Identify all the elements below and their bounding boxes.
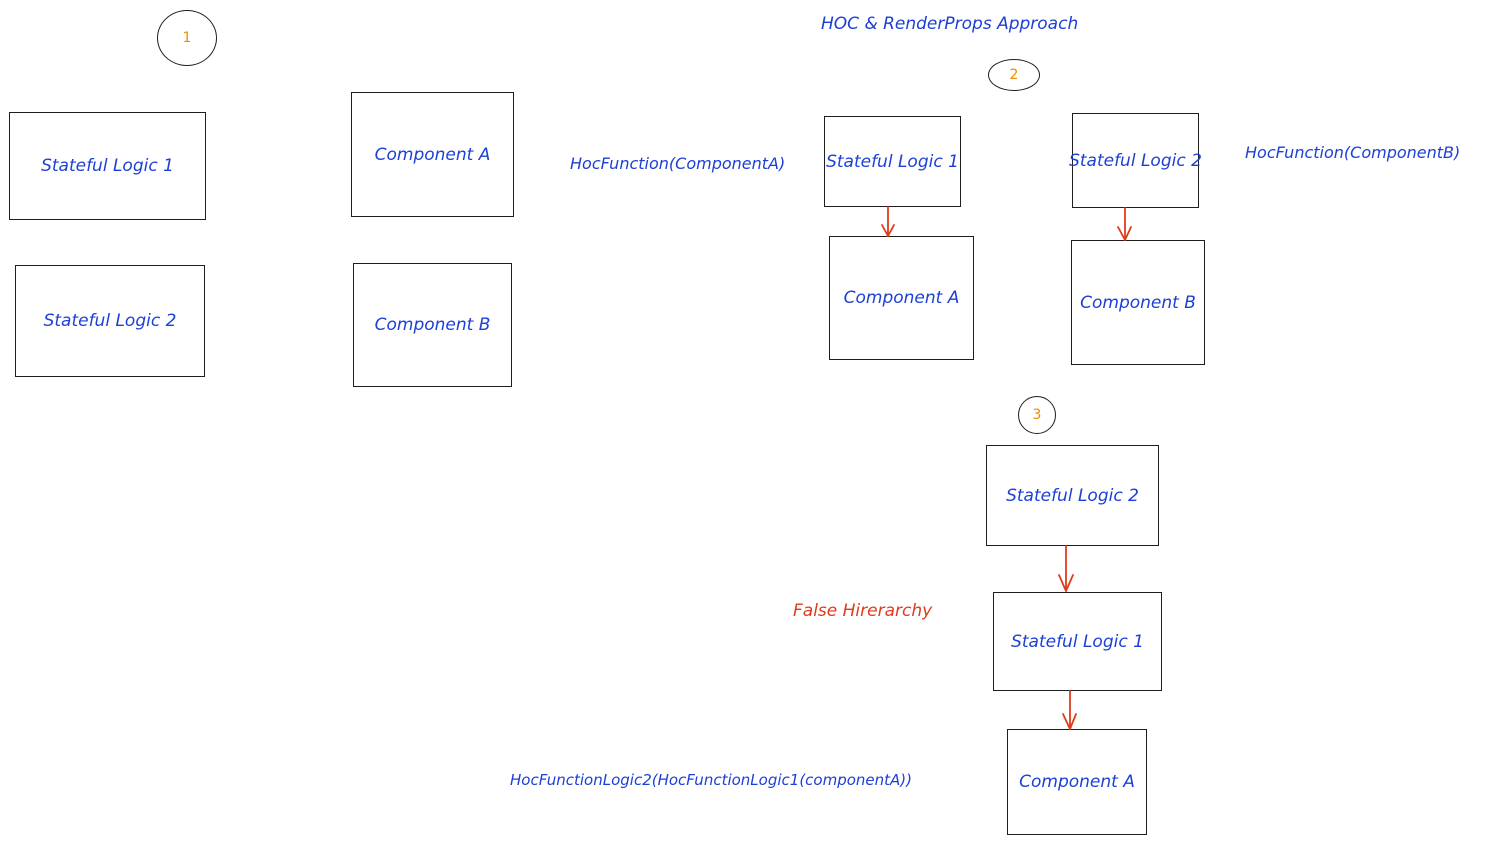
section2-component-b-label: Component B	[1080, 292, 1196, 313]
section1-stateful-logic-2-box: Stateful Logic 2	[15, 265, 205, 377]
step-marker-3: 3	[1018, 396, 1056, 434]
section2-stateful-logic-1-label: Stateful Logic 1	[826, 151, 959, 172]
step-marker-2-label: 2	[1009, 67, 1019, 83]
section3-stateful-logic-1-box: Stateful Logic 1	[993, 592, 1162, 691]
arrow-logic2-to-logic1	[1058, 545, 1074, 592]
section3-stateful-logic-2-label: Stateful Logic 2	[1006, 485, 1139, 506]
section2-hoc-label-a: HocFunction(ComponentA)	[570, 154, 786, 173]
diagram-title: HOC & RenderProps Approach	[821, 14, 1079, 34]
section2-stateful-logic-2-label: Stateful Logic 2	[1069, 150, 1202, 171]
section2-component-b-box: Component B	[1071, 240, 1205, 365]
nested-hoc-label: HocFunctionLogic2(HocFunctionLogic1(comp…	[510, 771, 912, 789]
step-marker-3-label: 3	[1032, 407, 1042, 423]
section2-component-a-label: Component A	[843, 288, 960, 308]
section1-stateful-logic-1-label: Stateful Logic 1	[41, 156, 174, 176]
section2-stateful-logic-2-box: Stateful Logic 2	[1069, 113, 1202, 208]
section1-component-b-box: Component B	[353, 263, 512, 387]
section1-stateful-logic-1-box: Stateful Logic 1	[9, 112, 206, 220]
section2-stateful-logic-1-box: Stateful Logic 1	[824, 116, 961, 207]
section1-component-a-box: Component A	[351, 92, 514, 217]
section2-component-a-box: Component A	[829, 236, 974, 360]
section3-stateful-logic-1-label: Stateful Logic 1	[1011, 631, 1144, 652]
section1-component-a-label: Component A	[374, 144, 491, 165]
arrow-logic1-to-component-a	[881, 206, 895, 237]
section2-hoc-label-b: HocFunction(ComponentB)	[1245, 143, 1461, 162]
step-marker-2: 2	[988, 59, 1040, 91]
section1-component-b-label: Component B	[374, 315, 491, 335]
section1-stateful-logic-2-label: Stateful Logic 2	[43, 311, 177, 331]
section3-component-a-label: Component A	[1019, 772, 1135, 792]
false-hierarchy-label: False Hirerarchy	[793, 601, 933, 621]
section3-component-a-box: Component A	[1007, 729, 1147, 835]
arrow-logic1-to-component-a-section3	[1062, 690, 1077, 730]
step-marker-1: 1	[157, 10, 217, 66]
arrow-logic2-to-component-b	[1117, 207, 1132, 241]
step-marker-1-label: 1	[182, 30, 192, 46]
section3-stateful-logic-2-box: Stateful Logic 2	[986, 445, 1159, 546]
